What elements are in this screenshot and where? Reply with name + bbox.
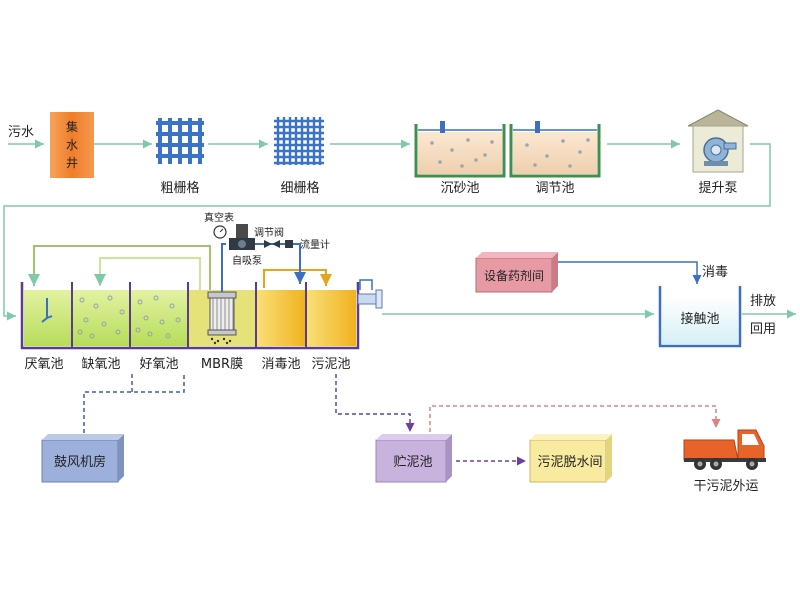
contact-tank — [662, 296, 738, 344]
coarse-screen-icon — [156, 118, 204, 164]
contact-tank-wall — [658, 286, 742, 348]
chem-room-label: 设备药剂间 — [484, 268, 544, 283]
collection-well — [50, 112, 94, 178]
return-line — [263, 269, 332, 288]
sludge-tank — [306, 290, 356, 346]
blower-room-box — [41, 434, 124, 483]
mixer-icon — [41, 298, 53, 323]
vacuum-gauge-label: 真空表 — [204, 211, 234, 224]
flowmeter-icon — [285, 240, 293, 248]
disinfection-label: 消毒池 — [261, 357, 300, 372]
regulating-valve-icon — [264, 240, 280, 248]
flowmeter-label: 流量计 — [300, 238, 330, 251]
anaerobic-label: 厌氧池 — [24, 357, 63, 372]
well-char-2: 水 — [66, 138, 78, 152]
self-priming-pump-icon — [229, 224, 255, 250]
sludge-tank-label: 污泥池 — [311, 357, 350, 372]
equalization-tank-label: 调节池 — [535, 181, 574, 196]
outlet-channel — [357, 293, 377, 305]
mbr-label: MBR膜 — [201, 357, 243, 372]
fine-screen-label: 细栅格 — [280, 180, 319, 196]
sewage-label: 污水 — [8, 125, 34, 140]
tank-wall — [20, 282, 360, 350]
tank-dividers — [71, 282, 307, 348]
dewatering-room-label: 污泥脱水间 — [537, 455, 602, 470]
reuse-label: 回用 — [750, 322, 776, 337]
grit-tank-label: 沉砂池 — [440, 181, 479, 196]
outlet-pipe — [359, 279, 373, 290]
lift-pump-label: 提升泵 — [698, 180, 737, 196]
recycle-line — [28, 245, 211, 290]
aerobic-label: 好氧池 — [139, 357, 178, 372]
grit-tank — [414, 121, 506, 178]
fine-screen-icon — [274, 117, 324, 165]
anoxic-tank — [72, 290, 130, 346]
well-char-3: 井 — [66, 156, 78, 170]
anoxic-label: 缺氧池 — [81, 357, 120, 372]
sludge-storage-box — [375, 434, 452, 483]
regulating-valve-label: 调节阀 — [254, 226, 284, 239]
mbr-membrane-icon — [207, 291, 237, 345]
transport-line — [429, 405, 721, 432]
bubble-icons — [77, 295, 181, 339]
recycle-line — [94, 257, 201, 290]
discharge-label: 排放 — [750, 294, 776, 309]
dewatering-room-box — [529, 434, 612, 483]
disinfection-tank — [256, 290, 306, 346]
air-line — [83, 374, 185, 440]
transport-label: 干污泥外运 — [693, 479, 758, 494]
flow-connector — [3, 143, 771, 321]
disinfect-label: 消毒 — [702, 265, 728, 280]
equalization-tank — [509, 121, 601, 178]
sludge-storage-label: 贮泥池 — [393, 455, 432, 470]
self-priming-pump-label: 自吸泵 — [232, 254, 262, 267]
lift-pump-icon — [687, 109, 749, 173]
contact-tank-label: 接触池 — [680, 311, 719, 327]
sludge-line — [335, 374, 415, 432]
suction-pipe — [221, 243, 226, 292]
dump-truck-icon — [683, 429, 766, 470]
dosing-line — [558, 261, 702, 284]
coarse-screen-label: 粗栅格 — [160, 180, 199, 196]
blower-room-label: 鼓风机房 — [54, 454, 106, 470]
chem-room-box — [475, 252, 558, 293]
well-char-1: 集 — [66, 119, 78, 134]
